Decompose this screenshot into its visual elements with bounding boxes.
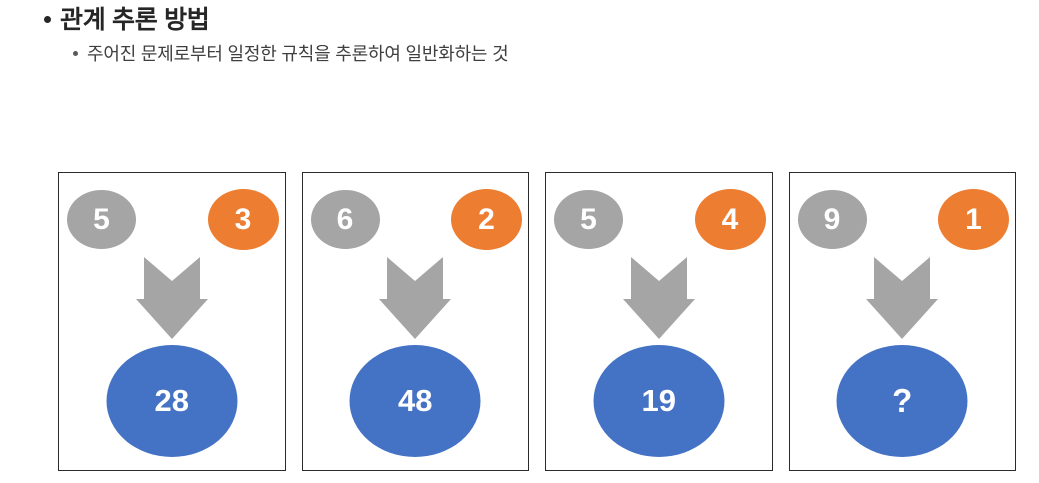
down-arrow-icon <box>379 257 452 339</box>
bullet-level1-icon <box>44 16 51 23</box>
result-bubble: 28 <box>106 345 238 457</box>
left-input-bubble: 6 <box>310 190 380 249</box>
down-arrow-icon <box>135 257 208 339</box>
page-subtitle: 주어진 문제로부터 일정한 규칙을 추론하여 일반화하는 것 <box>87 43 509 64</box>
result-bubble-unknown: ? <box>836 345 968 457</box>
slide-heading: 관계 추론 방법 주어진 문제로부터 일정한 규칙을 추론하여 일반화하는 것 <box>44 6 944 65</box>
puzzle-panel-group: 5 3 28 6 2 48 5 4 19 9 1 <box>58 172 1016 471</box>
puzzle-panel: 5 4 19 <box>545 172 773 471</box>
right-input-bubble: 4 <box>694 189 766 250</box>
result-bubble: 19 <box>593 345 725 457</box>
puzzle-panel: 5 3 28 <box>58 172 286 471</box>
left-input-bubble: 5 <box>554 190 623 249</box>
right-input-bubble: 3 <box>207 189 279 250</box>
subtitle-row: 주어진 문제로부터 일정한 규칙을 추론하여 일반화하는 것 <box>73 44 944 66</box>
title-row: 관계 추론 방법 <box>44 6 944 35</box>
puzzle-panel: 6 2 48 <box>301 172 529 471</box>
result-bubble: 48 <box>349 345 481 457</box>
right-input-bubble: 1 <box>938 189 1009 250</box>
page-title: 관계 추론 방법 <box>60 6 210 34</box>
right-input-bubble: 2 <box>451 189 522 250</box>
left-input-bubble: 5 <box>67 190 136 249</box>
left-input-bubble: 9 <box>797 190 867 249</box>
puzzle-panel: 9 1 ? <box>788 172 1016 471</box>
bullet-level2-icon <box>73 50 78 56</box>
down-arrow-icon <box>622 257 695 339</box>
down-arrow-icon <box>866 257 939 339</box>
